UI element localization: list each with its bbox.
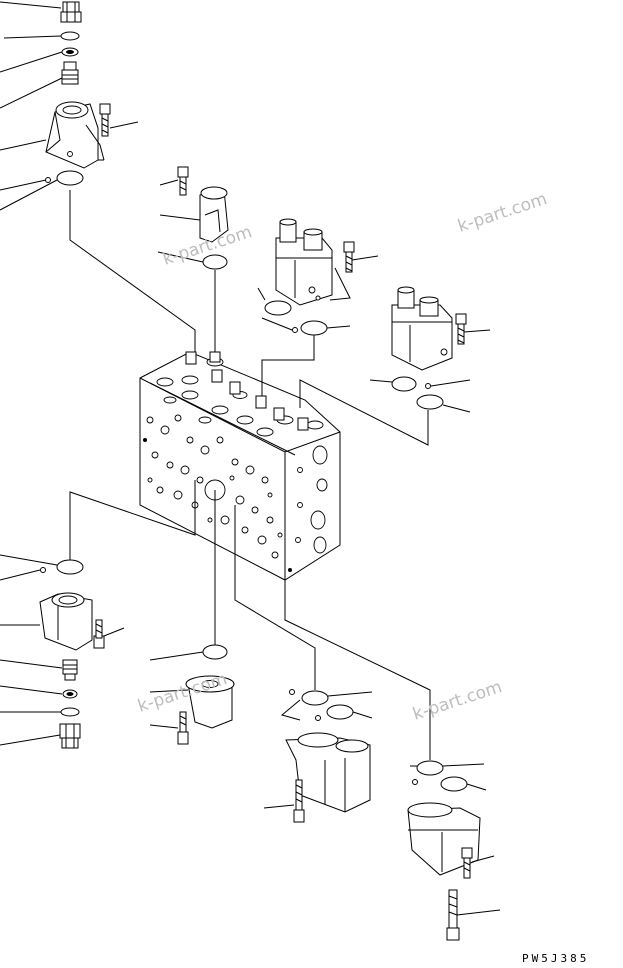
fitting-1: [61, 61, 79, 85]
washer-2: [62, 689, 78, 699]
o-ring-small-5: [425, 383, 431, 389]
watermark-4: k-part.com: [410, 677, 504, 725]
bolt-3: [343, 241, 355, 273]
o-ring-11: [326, 704, 354, 720]
bolt-6: [177, 711, 189, 745]
plug-bottom: [59, 723, 81, 749]
bolt-4: [455, 313, 467, 345]
side-face-ports: [295, 445, 328, 554]
cover-top-left: [45, 101, 104, 169]
bolt-5: [93, 619, 105, 649]
o-ring-5: [391, 376, 417, 392]
o-ring-9: [202, 644, 228, 660]
o-ring-7: [56, 559, 84, 575]
solenoid-valve-right-2: [369, 286, 491, 413]
valve-bottom-right-1: [263, 689, 373, 823]
fitting-2: [62, 659, 78, 681]
o-ring-10: [301, 690, 329, 706]
o-ring-13: [440, 776, 468, 792]
o-ring-small-7: [40, 567, 46, 573]
o-ring-12: [416, 760, 444, 776]
watermark-1: k-part.com: [455, 189, 549, 237]
o-ring-small-3: [292, 327, 298, 333]
bolt-9: [446, 889, 460, 941]
bolt-8: [461, 847, 473, 879]
front-face-ports: [143, 414, 292, 572]
o-ring-6: [416, 394, 444, 410]
o-ring-3: [264, 300, 292, 316]
o-ring-8: [60, 707, 80, 717]
o-ring-4: [300, 320, 328, 336]
main-valve-block: [139, 351, 341, 581]
drawing-code: PW5J385: [522, 952, 589, 965]
bolt-1: [99, 103, 111, 137]
solenoid-valve-right-1: [257, 218, 379, 336]
valve-bottom-right-2: [407, 760, 501, 941]
bottom-center-cover: [149, 644, 235, 745]
plug-top: [60, 1, 82, 23]
bolt-2: [177, 166, 189, 196]
cover-bottom-left: [0, 592, 93, 651]
bolt-7: [293, 779, 305, 823]
o-ring-2: [202, 254, 228, 270]
bottom-left-parts: [0, 554, 125, 749]
assembly-lines: [69, 190, 431, 760]
o-ring-large-1: [56, 170, 84, 186]
o-ring-small-1: [45, 177, 51, 183]
top-left-parts: [0, 1, 139, 211]
solenoid-valve-center: [157, 166, 229, 270]
washer-1: [61, 47, 79, 57]
o-ring-1: [60, 31, 80, 41]
